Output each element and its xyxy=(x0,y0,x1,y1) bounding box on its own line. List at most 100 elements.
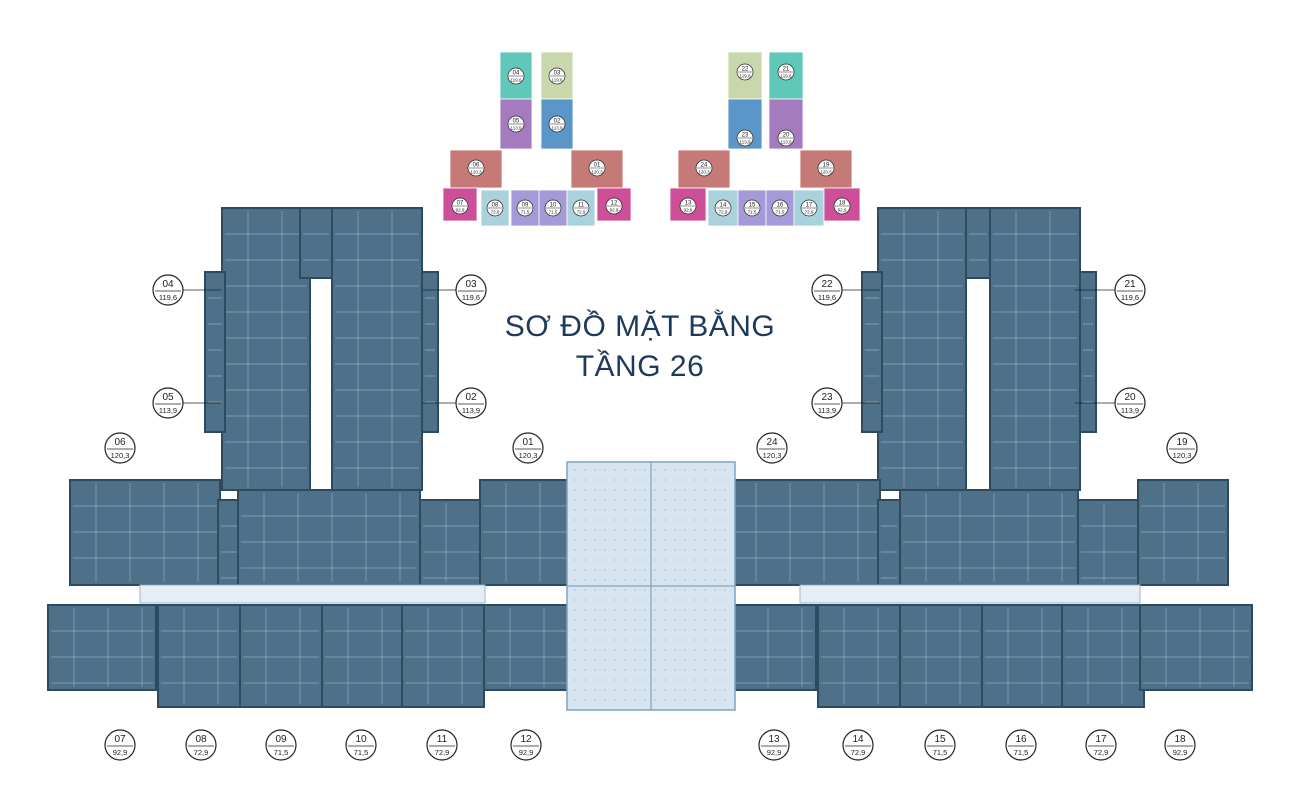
courtyard-dot xyxy=(624,579,626,581)
courtyard-dot xyxy=(624,609,626,611)
courtyard-dot xyxy=(574,539,576,541)
courtyard-dot xyxy=(584,639,586,641)
minimap-unit-area: 71,5 xyxy=(748,210,757,215)
courtyard-dot xyxy=(724,689,726,691)
courtyard-dot xyxy=(584,689,586,691)
courtyard-dot xyxy=(624,559,626,561)
unit-key-minimap: 04119,603119,605113,902113,906120,301120… xyxy=(442,51,861,227)
courtyard-dot xyxy=(604,489,606,491)
courtyard-dot xyxy=(694,619,696,621)
courtyard-dot xyxy=(614,649,616,651)
minimap-unit-area: 72,9 xyxy=(577,210,586,215)
courtyard-dot xyxy=(594,689,596,691)
minimap-unit-id: 12 xyxy=(611,201,618,207)
building-block xyxy=(989,207,1081,491)
courtyard-dot xyxy=(674,529,676,531)
courtyard-dot xyxy=(694,579,696,581)
courtyard-dot xyxy=(684,619,686,621)
courtyard-dot xyxy=(724,559,726,561)
courtyard-dot xyxy=(644,649,646,651)
courtyard-dot xyxy=(664,509,666,511)
courtyard-dot xyxy=(574,669,576,671)
courtyard-dot xyxy=(694,549,696,551)
courtyard-dot xyxy=(714,529,716,531)
courtyard-dot xyxy=(674,509,676,511)
apartment-area: 71,5 xyxy=(933,748,948,757)
courtyard-dot xyxy=(594,609,596,611)
building-block xyxy=(69,479,221,586)
courtyard-dot xyxy=(714,579,716,581)
apartment-area: 120,3 xyxy=(111,451,130,460)
minimap-unit-area: 113,9 xyxy=(511,126,522,131)
apartment-labels: 01120,302113,903119,604119,605113,906120… xyxy=(104,274,1198,761)
courtyard-dot xyxy=(674,679,676,681)
courtyard-dot xyxy=(684,529,686,531)
courtyard-dot xyxy=(684,569,686,571)
courtyard-dot xyxy=(664,659,666,661)
building-block xyxy=(877,207,967,491)
courtyard-dot xyxy=(614,599,616,601)
courtyard-dot xyxy=(654,619,656,621)
courtyard-dot xyxy=(684,549,686,551)
courtyard-dot xyxy=(574,689,576,691)
courtyard-dot xyxy=(684,689,686,691)
courtyard-dot xyxy=(714,599,716,601)
courtyard-dot xyxy=(624,629,626,631)
apartment-id: 07 xyxy=(114,734,126,745)
courtyard-dot xyxy=(724,699,726,701)
courtyard-dot xyxy=(574,619,576,621)
courtyard-dot xyxy=(694,679,696,681)
courtyard-dot xyxy=(634,649,636,651)
courtyard-dot xyxy=(674,659,676,661)
apartment-area: 113,9 xyxy=(818,406,836,415)
courtyard-dot xyxy=(594,469,596,471)
building-block xyxy=(861,271,883,433)
minimap-unit-area: 120,3 xyxy=(591,170,603,175)
courtyard-dot xyxy=(614,469,616,471)
apartment-area: 92,9 xyxy=(519,748,534,757)
minimap-unit-id: 03 xyxy=(554,71,561,77)
courtyard-dot xyxy=(574,569,576,571)
courtyard-dot xyxy=(584,559,586,561)
courtyard-dot xyxy=(704,539,706,541)
courtyard-dot xyxy=(614,689,616,691)
courtyard-dot xyxy=(714,479,716,481)
courtyard-dot xyxy=(584,679,586,681)
courtyard-dot xyxy=(654,649,656,651)
courtyard-dot xyxy=(624,529,626,531)
courtyard-dot xyxy=(664,539,666,541)
minimap-unit-id: 19 xyxy=(823,163,830,169)
courtyard-dot xyxy=(574,599,576,601)
courtyard-dot xyxy=(724,509,726,511)
courtyard-dot xyxy=(634,469,636,471)
courtyard-dot xyxy=(634,619,636,621)
courtyard-dot xyxy=(694,689,696,691)
courtyard-dot xyxy=(584,539,586,541)
courtyard-dot xyxy=(634,699,636,701)
apartment-area: 113,9 xyxy=(159,406,177,415)
courtyard-dot xyxy=(584,519,586,521)
minimap-unit-area: 71,5 xyxy=(549,210,558,215)
apartment-area: 72,9 xyxy=(1094,748,1109,757)
courtyard-dot xyxy=(614,699,616,701)
courtyard-dot xyxy=(704,529,706,531)
courtyard-dot xyxy=(664,569,666,571)
courtyard-dot xyxy=(594,509,596,511)
courtyard-dot xyxy=(694,569,696,571)
courtyard-dot xyxy=(614,629,616,631)
